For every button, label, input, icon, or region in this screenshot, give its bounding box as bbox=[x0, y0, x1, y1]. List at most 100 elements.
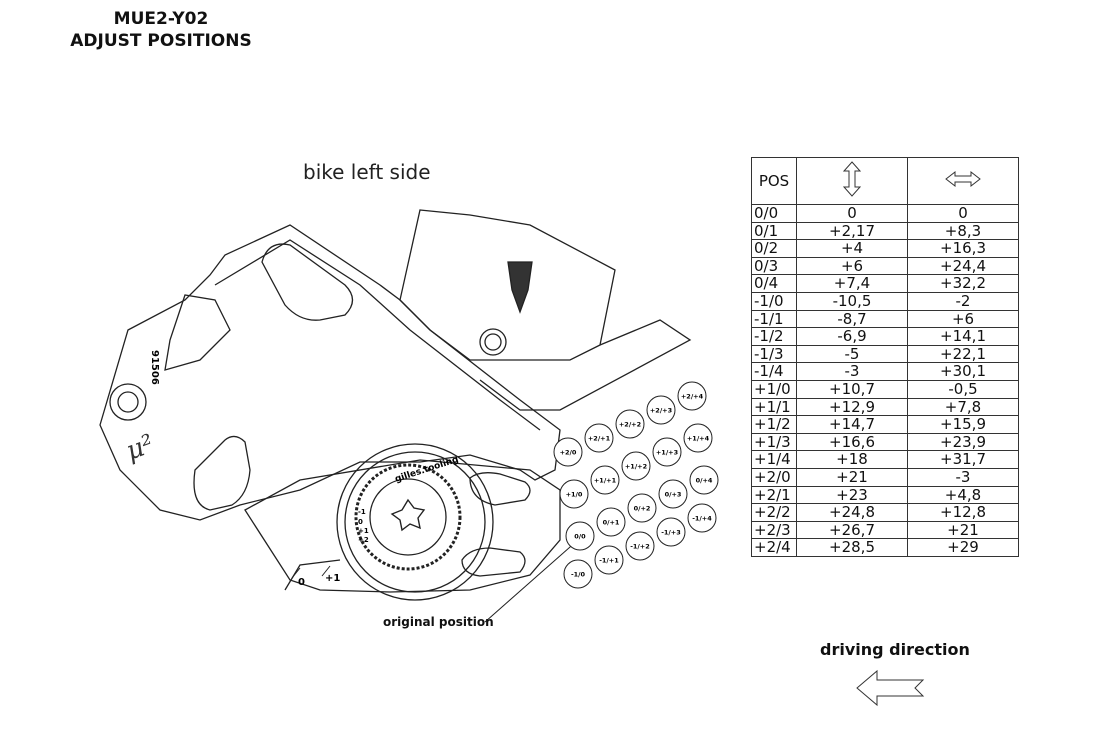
position-label: 0/+3 bbox=[665, 491, 682, 499]
horizontal-cell: +32,2 bbox=[907, 274, 1019, 293]
horizontal-cell: -2 bbox=[907, 291, 1019, 311]
vertical-cell: +4 bbox=[796, 239, 908, 258]
horizontal-cell: +30,1 bbox=[907, 362, 1019, 381]
pos-cell: 0/1 bbox=[751, 221, 797, 241]
horizontal-cell: -0,5 bbox=[907, 379, 1019, 399]
table-row: -1/1-8,7+6 bbox=[751, 309, 1019, 329]
original-position-leader bbox=[484, 539, 579, 623]
table-row: +1/1+12,9+7,8 bbox=[751, 397, 1019, 417]
vertical-cell: +26,7 bbox=[796, 520, 908, 540]
horizontal-cell: +4,8 bbox=[907, 485, 1019, 505]
horizontal-cell: +15,9 bbox=[907, 415, 1019, 434]
horizontal-cell: 0 bbox=[907, 204, 1019, 223]
table-row: -1/2-6,9+14,1 bbox=[751, 327, 1019, 346]
horizontal-cell: +8,3 bbox=[907, 221, 1019, 241]
dial-mark-plus1: +1 bbox=[358, 527, 369, 535]
lower-slot bbox=[193, 435, 251, 511]
position-circle bbox=[553, 437, 583, 467]
adjuster-brand-text: gilles.tooling bbox=[394, 455, 460, 485]
table-row: -1/4-3+30,1 bbox=[751, 362, 1019, 381]
pos-cell: +1/1 bbox=[751, 397, 797, 417]
pos-cell: -1/1 bbox=[751, 309, 797, 329]
header-vertical bbox=[796, 157, 908, 205]
vertical-cell: +7,4 bbox=[796, 274, 908, 293]
horizontal-cell: +16,3 bbox=[907, 239, 1019, 258]
table-row: 0/1+2,17+8,3 bbox=[751, 221, 1019, 241]
pos-cell: +1/3 bbox=[751, 432, 797, 452]
position-circle bbox=[658, 479, 688, 509]
scale-mark-0: 0 bbox=[298, 577, 305, 588]
up-down-arrow-icon bbox=[842, 161, 862, 197]
lower-arm bbox=[244, 459, 561, 593]
table-row: -1/3-5+22,1 bbox=[751, 344, 1019, 364]
table-row: 0/3+6+24,4 bbox=[751, 256, 1019, 276]
horizontal-cell: +12,8 bbox=[907, 503, 1019, 522]
driving-direction-label: driving direction bbox=[820, 640, 970, 659]
pos-cell: -1/2 bbox=[751, 327, 797, 346]
horizontal-cell: +31,7 bbox=[907, 450, 1019, 469]
vertical-cell: -6,9 bbox=[796, 327, 908, 346]
position-circle bbox=[565, 521, 595, 551]
position-circle bbox=[584, 423, 614, 453]
left-right-arrow-icon bbox=[945, 171, 981, 188]
position-circle bbox=[689, 465, 719, 495]
position-label: 0/+4 bbox=[696, 477, 713, 485]
position-circle bbox=[683, 423, 713, 453]
position-label: +1/+2 bbox=[625, 463, 647, 471]
table-row: -1/0-10,5-2 bbox=[751, 291, 1019, 311]
vertical-cell: -5 bbox=[796, 344, 908, 364]
pos-cell: 0/0 bbox=[751, 204, 797, 223]
horizontal-cell: +24,4 bbox=[907, 256, 1019, 276]
position-label: 0/+1 bbox=[603, 519, 620, 527]
position-circle bbox=[652, 437, 682, 467]
header-horizontal bbox=[907, 157, 1019, 205]
pos-cell: +2/3 bbox=[751, 520, 797, 540]
pos-cell: +1/4 bbox=[751, 450, 797, 469]
vertical-cell: +28,5 bbox=[796, 538, 908, 557]
position-label: +2/+2 bbox=[619, 421, 641, 429]
pos-cell: -1/4 bbox=[751, 362, 797, 381]
position-label: -1/+3 bbox=[661, 529, 681, 537]
position-circle bbox=[627, 493, 657, 523]
upper-slot bbox=[261, 243, 354, 321]
pos-cell: 0/4 bbox=[751, 274, 797, 293]
mu-mark: μ² bbox=[122, 429, 158, 467]
vertical-cell: +24,8 bbox=[796, 503, 908, 522]
title-line-1: MUE2-Y02 bbox=[113, 9, 209, 29]
header-pos: POS bbox=[751, 157, 797, 205]
position-circle bbox=[615, 409, 645, 439]
scale-mark-plus1: +1 bbox=[325, 573, 340, 584]
vertical-cell: +2,17 bbox=[796, 221, 908, 241]
position-label: 0/+2 bbox=[634, 505, 651, 513]
vertical-cell: +16,6 bbox=[796, 432, 908, 452]
document-title: MUE2-Y02 ADJUST POSITIONS bbox=[56, 8, 266, 52]
vertical-cell: +21 bbox=[796, 467, 908, 487]
position-circle bbox=[594, 545, 624, 575]
horizontal-cell: +22,1 bbox=[907, 344, 1019, 364]
pos-cell: +2/4 bbox=[751, 538, 797, 557]
dial-mark-minus1: -1 bbox=[358, 508, 366, 516]
dial-mark-plus2: +2 bbox=[358, 536, 369, 544]
position-label: +1/0 bbox=[566, 491, 583, 499]
position-circle bbox=[563, 559, 593, 589]
position-label: -1/+4 bbox=[692, 515, 712, 523]
position-circle bbox=[625, 531, 655, 561]
position-label: +2/0 bbox=[560, 449, 577, 457]
table-row: +2/3+26,7+21 bbox=[751, 520, 1019, 540]
vertical-cell: +23 bbox=[796, 485, 908, 505]
position-circle bbox=[687, 503, 717, 533]
table-row: +1/2+14,7+15,9 bbox=[751, 415, 1019, 434]
vertical-cell: +18 bbox=[796, 450, 908, 469]
pos-cell: 0/3 bbox=[751, 256, 797, 276]
vertical-cell: -3 bbox=[796, 362, 908, 381]
position-label: +1/+1 bbox=[594, 477, 617, 485]
frame-plate bbox=[99, 224, 561, 521]
left-bolt bbox=[109, 383, 147, 421]
position-label: -1/0 bbox=[571, 571, 586, 579]
horizontal-cell: +29 bbox=[907, 538, 1019, 557]
vertical-cell: +14,7 bbox=[796, 415, 908, 434]
position-label: 0/0 bbox=[574, 533, 586, 541]
position-label: +2/+3 bbox=[650, 407, 672, 415]
